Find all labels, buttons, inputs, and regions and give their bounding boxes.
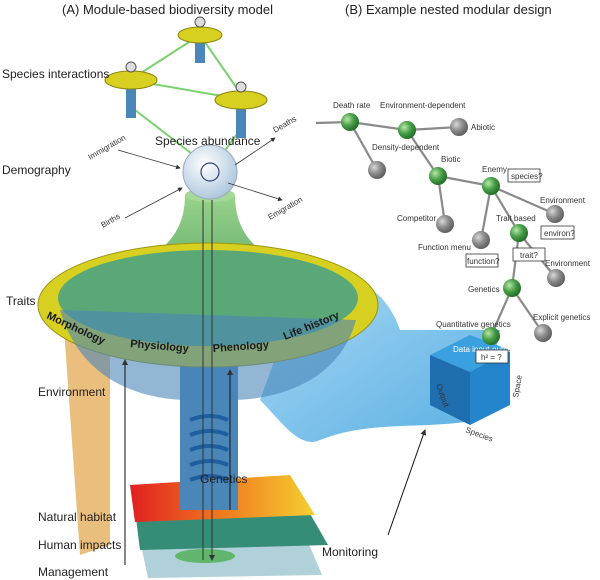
svg-text:h² = ?: h² = ? [481,353,502,362]
deaths-label: Deaths [272,114,298,134]
tree-node-function-menu: Function menu [418,231,490,252]
svg-text:species?: species? [511,172,543,181]
svg-text:environ?: environ? [544,229,575,238]
svg-text:Environment: Environment [545,259,591,268]
species-abundance-sphere [182,144,238,200]
svg-text:Density-dependent: Density-dependent [372,143,440,152]
level-natural-habitat: Natural habitat [38,510,117,524]
level-human-impacts: Human impacts [38,538,121,552]
panel-a-title: (A) Module-based biodiversity model [62,2,273,17]
cube-axis-species: Species [464,425,494,443]
tree-node-trait-based: Trait based [496,214,536,242]
tree-node-abiotic: Abiotic [450,118,495,136]
box-species: species? [507,168,543,183]
tree-node-competitor: Competitor [397,214,454,233]
species-icon [200,162,220,182]
svg-text:Genetics: Genetics [468,285,500,294]
level-demography: Demography [2,163,71,177]
box-heritability: h² = ? [475,349,509,364]
tree-node-death-rate: Death rate [333,101,371,131]
cube-title: Data input-output cube [453,345,534,354]
svg-text:Death rate: Death rate [333,101,371,110]
svg-text:trait?: trait? [520,251,538,260]
tree-node-environment: Environment [540,196,586,223]
emigration-label: Emigration [267,195,305,222]
level-environment: Environment [38,385,106,399]
tree-node-environment-2: Environment [545,259,591,287]
management-patch [175,549,235,563]
box-function: function? [465,253,500,268]
svg-text:Abiotic: Abiotic [471,123,495,132]
panel-b-title: (B) Example nested modular design [345,2,552,17]
species-top-3 [214,81,268,138]
tree-node-quantitative-genetics: Quantitative genetics [436,320,511,345]
box-trait: trait? [512,247,546,262]
births-label: Births [100,212,122,230]
svg-text:function?: function? [467,257,500,266]
species-top-2 [177,16,223,63]
trait-phenology: Phenology [212,339,270,355]
immigration-label: Immigration [87,133,128,162]
tree-node-enemy: Enemy [482,165,507,195]
svg-text:Environment-dependent: Environment-dependent [380,101,466,110]
tree-node-explicit-genetics: Explicit genetics [533,313,590,342]
svg-text:Competitor: Competitor [397,214,436,223]
svg-text:Biotic: Biotic [441,155,461,164]
dna-spiral [189,414,229,482]
level-species-interactions: Species interactions [2,67,109,81]
species-abundance-label: Species abundance [155,134,261,148]
svg-text:Enemy: Enemy [482,165,507,174]
monitoring-label: Monitoring [322,545,378,559]
tree-node-genetics: Genetics [468,279,521,297]
genetics-label: Genetics [200,472,247,486]
tree-node-biotic: Biotic [429,155,461,185]
level-traits: Traits [6,294,36,308]
cube-axis-space: Space [511,374,524,398]
tree-node-environment-dependent: Environment-dependent [380,101,466,139]
species-interaction-network [104,16,268,161]
svg-text:Quantitative genetics: Quantitative genetics [436,320,511,329]
svg-text:Explicit genetics: Explicit genetics [533,313,590,322]
svg-text:Environment: Environment [540,196,586,205]
box-environ: environ? [540,225,575,240]
svg-text:Trait based: Trait based [496,214,536,223]
svg-text:Function menu: Function menu [418,243,471,252]
tree-node-density-dependent: Density-dependent [368,143,440,179]
species-top-1 [104,61,158,118]
trait-physiology: Physiology [130,338,190,355]
level-management: Management [38,565,109,579]
